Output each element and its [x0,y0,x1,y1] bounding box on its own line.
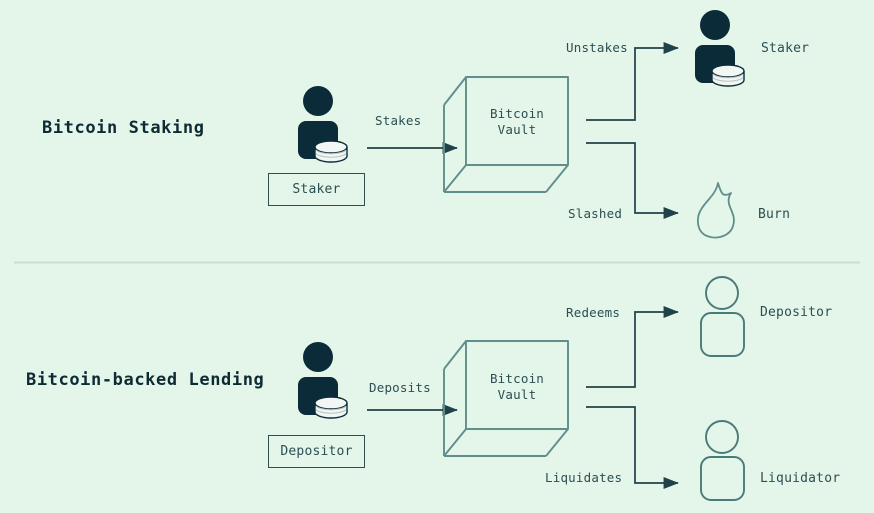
edge-unstakes-connector [586,42,679,121]
section-title-bitcoin-staking: Bitcoin Staking [42,118,205,138]
staking-source-actor-icon [298,86,348,163]
node-label-liquidator: Liquidator [760,471,841,486]
staking-vault-label-line2: Vault [497,122,537,137]
edge-slashed-connector [586,142,679,219]
edge-label-slashed: Slashed [568,206,623,221]
lending-vault-label-line1: Bitcoin [489,371,545,386]
staking-output-staker-icon [695,10,745,87]
depositor-outline-person-icon [700,276,745,357]
lending-source-actor-icon [298,342,348,419]
edge-label-liquidates: Liquidates [545,470,623,485]
lending-vault-cube [443,340,569,457]
node-label-burn: Burn [758,207,791,222]
edge-label-redeems: Redeems [566,305,621,320]
edge-liquidates-connector [586,406,679,489]
lending-vault-label-line2: Vault [497,387,537,402]
edge-label-deposits: Deposits [369,380,431,395]
staking-vault-cube [443,76,569,193]
coin-stack-icon [314,140,348,163]
coin-stack-icon [314,396,348,419]
staking-source-boxed-label: Staker [268,173,365,206]
edge-redeems-connector [586,306,679,388]
section-title-bitcoin-backed-lending: Bitcoin-backed Lending [26,370,265,390]
edge-label-stakes: Stakes [375,113,422,128]
liquidator-outline-person-icon [700,420,745,501]
node-label-depositor-output: Depositor [760,305,833,320]
lending-source-boxed-label: Depositor [268,435,365,468]
node-label-staker-output: Staker [761,41,810,56]
edge-label-unstakes: Unstakes [566,40,628,55]
coin-stack-icon [711,64,745,87]
burn-flame-icon [696,182,735,239]
staking-vault-label-line1: Bitcoin [489,106,545,121]
